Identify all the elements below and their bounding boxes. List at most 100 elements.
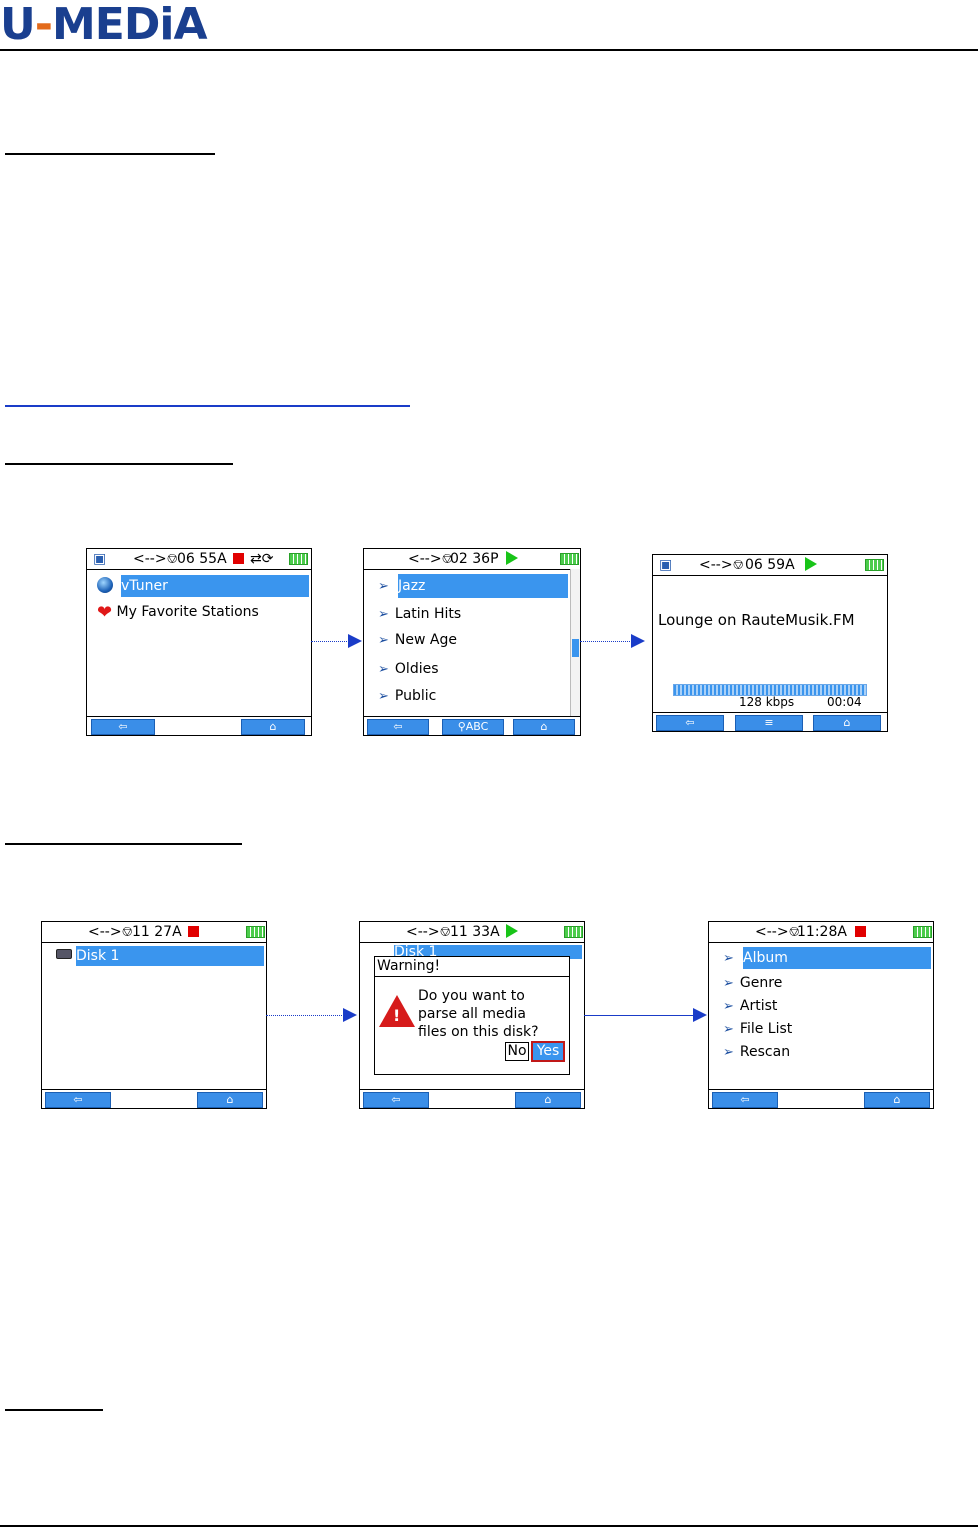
- battery-icon: [564, 926, 583, 938]
- home-button[interactable]: ⌂: [241, 719, 305, 735]
- arrow-icon: ➢: [723, 999, 734, 1014]
- arrow-icon: ➢: [378, 633, 389, 648]
- back-button[interactable]: ⇦: [712, 1092, 778, 1108]
- status-bar: <-->⎊ 11:28A: [709, 922, 933, 943]
- device-screen-disk-list: <-->⎊ 11 27A Disk 1 ⇦ ⌂: [41, 921, 267, 1109]
- usb-icon: <-->⎊: [133, 551, 178, 567]
- no-button[interactable]: No: [505, 1042, 529, 1061]
- flow-arrow-head: [631, 634, 645, 648]
- home-button[interactable]: ⌂: [515, 1092, 581, 1108]
- list-item[interactable]: ➢Latin Hits: [378, 606, 462, 622]
- softkey-bar: ⇦ ⌂: [360, 1089, 584, 1108]
- battery-icon: [560, 553, 579, 565]
- play-icon: [506, 551, 518, 565]
- home-icon: ⌂: [269, 720, 277, 733]
- list-item: Disk 1: [394, 945, 582, 959]
- section-heading-underline: [5, 1409, 103, 1411]
- buffer-progress-bar: [673, 684, 867, 696]
- home-icon: ⌂: [893, 1093, 901, 1106]
- flow-arrow-head: [693, 1008, 707, 1022]
- list-item[interactable]: ➢Public: [378, 688, 437, 704]
- home-button[interactable]: ⌂: [864, 1092, 930, 1108]
- softkey-bar: ⇦ ≡ ⌂: [653, 712, 887, 731]
- search-button[interactable]: ⚲ABC: [442, 719, 504, 735]
- flow-connector: [584, 1015, 694, 1016]
- back-button[interactable]: ⇦: [656, 715, 724, 731]
- menu-icon: ≡: [764, 716, 774, 729]
- back-icon: ⇦: [73, 1093, 83, 1106]
- softkey-bar: ⇦ ⚲ABC ⌂: [364, 716, 580, 735]
- radio-mode-icon: ▣: [93, 551, 107, 567]
- list-item[interactable]: ➢Oldies: [378, 661, 439, 677]
- list-item[interactable]: ➢Genre: [723, 975, 783, 991]
- device-screen-genre-list: <-->⎊ 02 36P ➢ Jazz ➢Latin Hits ➢New Age…: [363, 548, 581, 736]
- home-icon: ⌂: [226, 1093, 234, 1106]
- bitrate: 128 kbps: [739, 695, 795, 709]
- yes-button[interactable]: Yes: [531, 1041, 565, 1062]
- menu-button[interactable]: ≡: [735, 715, 803, 731]
- home-icon: ⌂: [843, 716, 851, 729]
- list-item[interactable]: ❤ My Favorite Stations: [97, 602, 259, 623]
- list-item[interactable]: ➢Rescan: [723, 1044, 791, 1060]
- arrow-icon: ➢: [378, 662, 389, 677]
- back-icon: ⇦: [685, 716, 695, 729]
- flow-arrow-head: [348, 634, 362, 648]
- usb-icon: <-->⎊: [755, 924, 800, 940]
- flow-connector: [266, 1015, 344, 1016]
- warning-dialog: Warning! ! Do you want to parse all medi…: [374, 956, 570, 1075]
- hyperlink-underline[interactable]: [5, 405, 410, 407]
- stop-icon: [188, 926, 199, 937]
- battery-icon: [289, 553, 308, 565]
- elapsed-time: 00:04: [827, 695, 862, 709]
- battery-icon: [865, 559, 884, 571]
- dialog-title: Warning!: [377, 958, 441, 974]
- home-icon: ⌂: [540, 720, 548, 733]
- list-item[interactable]: Disk 1: [76, 946, 264, 966]
- globe-icon: [97, 577, 113, 593]
- scrollbar-thumb[interactable]: [572, 639, 579, 657]
- back-button[interactable]: ⇦: [45, 1092, 111, 1108]
- clock: 06 59A: [745, 557, 795, 573]
- dialog-message: Do you want to parse all media files on …: [418, 988, 539, 1040]
- back-icon: ⇦: [740, 1093, 750, 1106]
- status-bar: <-->⎊ 11 33A: [360, 922, 584, 943]
- list-item[interactable]: Album: [743, 947, 931, 969]
- home-button[interactable]: ⌂: [197, 1092, 263, 1108]
- list-item[interactable]: ➢New Age: [378, 632, 457, 648]
- section-heading-underline: [5, 153, 215, 155]
- softkey-bar: ⇦ ⌂: [42, 1089, 266, 1108]
- umedia-logo: U-MEDiA: [0, 0, 207, 50]
- exclamation-icon: !: [393, 1006, 401, 1025]
- shuffle-repeat-icon: ⇄⟳: [250, 551, 274, 567]
- arrow-icon: ➢: [723, 951, 734, 966]
- list-item[interactable]: Jazz: [398, 574, 568, 598]
- back-button[interactable]: ⇦: [363, 1092, 429, 1108]
- disk-icon: [56, 949, 72, 959]
- clock: 11 27A: [132, 924, 182, 940]
- arrow-icon: ➢: [378, 689, 389, 704]
- list-item[interactable]: ➢Artist: [723, 998, 778, 1014]
- list-item[interactable]: vTuner: [121, 575, 309, 597]
- home-button[interactable]: ⌂: [513, 719, 575, 735]
- arrow-icon: ➢: [723, 1022, 734, 1037]
- device-screen-now-playing: ▣ <-->⎊ 06 59A Lounge on RauteMusik.FM 1…: [652, 554, 888, 732]
- softkey-bar: ⇦ ⌂: [709, 1089, 933, 1108]
- status-bar: <-->⎊ 02 36P: [364, 549, 580, 570]
- usb-icon: <-->⎊: [406, 924, 451, 940]
- play-icon: [506, 924, 518, 938]
- home-button[interactable]: ⌂: [813, 715, 881, 731]
- usb-icon: <-->⎊: [88, 924, 133, 940]
- header-rule: [0, 49, 978, 51]
- arrow-icon: ➢: [378, 607, 389, 622]
- scrollbar[interactable]: [570, 569, 580, 716]
- status-bar: ▣ <-->⎊ 06 59A: [653, 555, 887, 576]
- list-item[interactable]: ➢File List: [723, 1021, 793, 1037]
- search-icon: ⚲: [457, 720, 466, 733]
- device-screen-internet-radio: ▣ <-->⎊ 06 55A ⇄⟳ vTuner ❤ My Favorite S…: [86, 548, 312, 736]
- back-icon: ⇦: [118, 720, 128, 733]
- home-icon: ⌂: [544, 1093, 552, 1106]
- device-screen-parse-warning: <-->⎊ 11 33A Disk 1 Warning! ! Do you wa…: [359, 921, 585, 1109]
- back-button[interactable]: ⇦: [91, 719, 155, 735]
- back-button[interactable]: ⇦: [367, 719, 429, 735]
- battery-icon: [913, 926, 932, 938]
